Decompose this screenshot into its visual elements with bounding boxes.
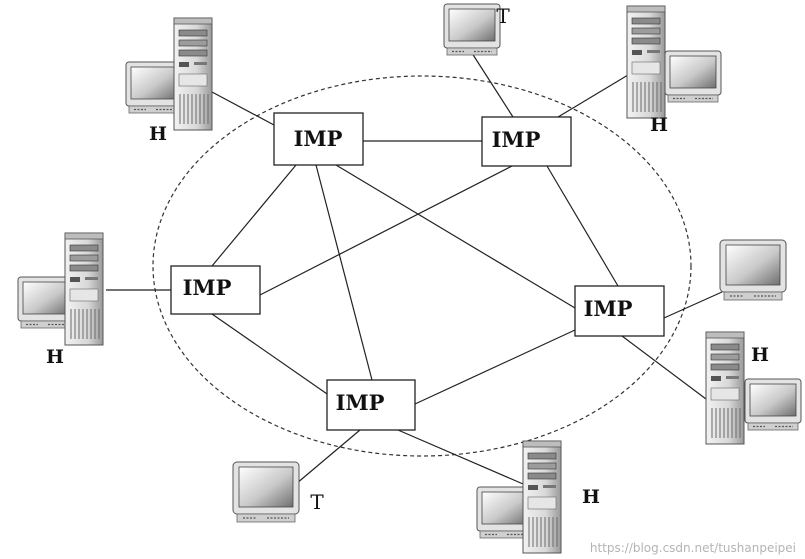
monitor-icon [744,378,802,431]
imp-box [326,379,416,431]
subnet-boundary [152,75,692,457]
link-host-bottom [397,429,531,488]
link-imp-top-left-imp-right [335,164,576,309]
imp-node-right: IMP [574,285,665,337]
terminal-label: T [310,490,324,514]
imp-label: IMP [294,126,343,151]
computer-tower-icon [626,5,666,119]
imp-box [273,112,364,166]
link-imp-top-left-imp-bottom [315,164,373,381]
imp-box [170,265,261,315]
link-imp-top-right-imp-right [546,165,619,287]
imp-label: IMP [584,296,633,321]
host-label: H [751,344,769,366]
link-terminal-right [663,291,723,319]
access-links [106,49,723,490]
imp-label: IMP [336,390,385,415]
terminal-bottom: T [232,461,324,523]
terminal-top: T [443,3,510,56]
imp-label: IMP [183,275,232,300]
host-top-right: H [626,5,722,136]
link-host-right [621,335,707,400]
terminal-label: T [496,4,510,28]
host-bottom: H [476,440,600,554]
imp-links [211,140,619,405]
link-imp-left-imp-bottom [211,313,331,397]
link-imp-top-right-imp-left [259,165,513,296]
host-label: H [650,114,668,136]
link-imp-bottom-imp-right [414,329,576,405]
host-top-left: H [125,17,213,145]
imp-node-top-right: IMP [481,116,572,167]
link-terminal-top [469,49,514,118]
link-host-top-left [211,91,275,126]
monitor-icon [664,50,722,103]
host-label: H [149,123,167,145]
terminal-icon [232,461,300,523]
link-host-top-right [557,74,629,118]
terminal-icon [719,239,787,301]
watermark-text: https://blog.csdn.net/tushanpeipei [590,541,796,555]
terminal-right [719,239,787,301]
host-label: H [582,486,600,508]
imp-box [574,285,665,337]
computer-tower-icon [705,331,745,445]
link-terminal-bottom [289,429,361,490]
computer-tower-icon [64,232,104,346]
link-imp-top-left-imp-left [211,164,297,267]
terminal-icon [443,3,501,56]
imp-node-left: IMP [170,265,261,315]
imp-box [481,116,572,167]
imp-node-top-left: IMP [273,112,364,166]
imp-node-bottom: IMP [326,379,416,431]
host-label: H [46,346,64,368]
computer-tower-icon [522,440,562,554]
computer-tower-icon [173,17,213,131]
imp-label: IMP [492,127,541,152]
host-right: H [705,331,802,445]
host-left: H [17,232,104,368]
